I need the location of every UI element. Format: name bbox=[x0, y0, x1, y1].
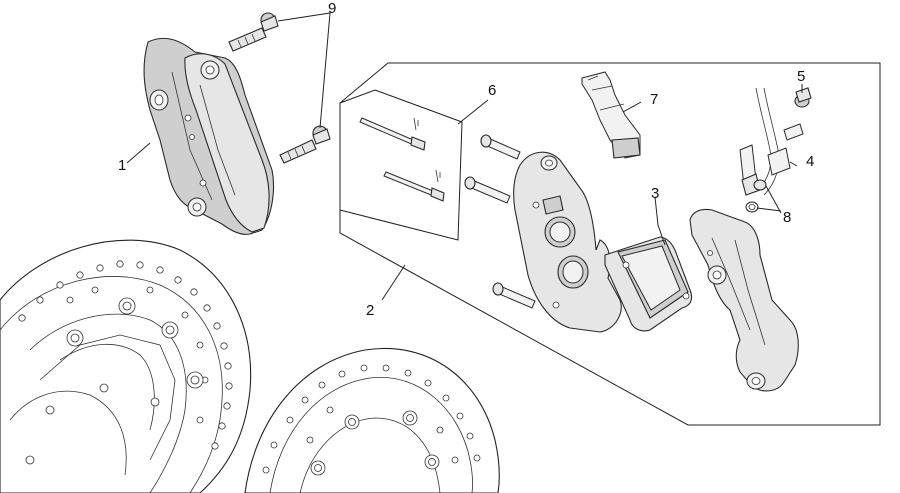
callout-7: 7 bbox=[650, 91, 658, 108]
callout-3: 3 bbox=[651, 185, 659, 202]
caliper-bolt-lower bbox=[279, 125, 331, 164]
callout-6: 6 bbox=[488, 82, 496, 99]
pin-lower bbox=[383, 169, 445, 202]
brake-pads bbox=[604, 236, 693, 332]
caliper-half-inner bbox=[689, 208, 799, 392]
brake-disc-right bbox=[244, 348, 500, 493]
callout-8: 8 bbox=[783, 209, 791, 226]
callout-2: 2 bbox=[366, 302, 374, 319]
brake-line-fittings bbox=[739, 87, 812, 213]
bolt-c bbox=[492, 282, 536, 309]
small-parts-box bbox=[339, 89, 463, 241]
callout-1: 1 bbox=[118, 157, 126, 174]
caliper-assembly bbox=[143, 37, 275, 235]
callout-9: 9 bbox=[328, 0, 336, 17]
spring-clip bbox=[581, 71, 641, 159]
caliper-half-outer bbox=[513, 151, 622, 333]
leader-lines bbox=[126, 12, 803, 301]
callout-5: 5 bbox=[797, 68, 805, 85]
callout-4: 4 bbox=[806, 153, 814, 170]
bolt-b bbox=[464, 176, 511, 204]
brake-disc-left bbox=[0, 239, 252, 493]
pin-upper bbox=[359, 117, 426, 151]
bolt-a bbox=[480, 134, 521, 160]
caliper-bolt-upper bbox=[228, 12, 279, 52]
kit-outline bbox=[339, 62, 881, 426]
